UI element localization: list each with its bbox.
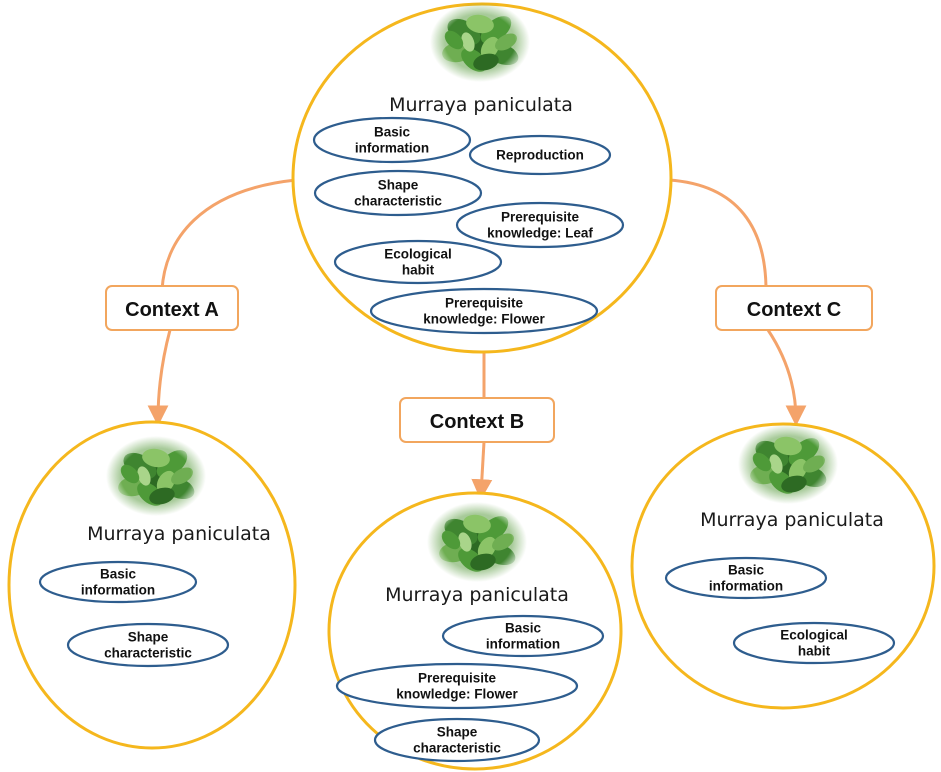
topic-oval-label: Prerequisite [501, 210, 580, 225]
connector-context-a-to-left-circle [147, 329, 172, 427]
topic-oval-label: Prerequisite [418, 671, 497, 686]
topic-oval-label: Ecological [780, 628, 848, 643]
topic-oval-label: Basic [728, 563, 765, 578]
topic-oval-label: knowledge: Leaf [487, 226, 593, 241]
connector-top-to-context-c [668, 178, 768, 288]
topic-oval-label: Ecological [384, 247, 452, 262]
context-a-node: Murraya paniculata BasicinformationShape… [7, 420, 297, 750]
leaf-photo-icon [106, 436, 206, 516]
context-a-title: Murraya paniculata [87, 523, 271, 545]
topic-oval-label: Prerequisite [445, 296, 524, 311]
context-c-box: Context C [715, 285, 873, 331]
context-b-node: Murraya paniculata BasicinformationPrere… [327, 491, 623, 771]
connector-top-to-context-a [160, 178, 297, 291]
topic-oval-label: information [486, 637, 560, 652]
topic-oval-label: Shape [437, 725, 478, 740]
topic-oval-label: knowledge: Flower [396, 687, 518, 702]
topic-oval-label: Shape [378, 178, 419, 193]
top-title: Murraya paniculata [389, 94, 573, 116]
topic-oval-label: information [709, 579, 783, 594]
topic-oval-label: information [81, 583, 155, 598]
topic-oval-label: information [355, 141, 429, 156]
topic-oval-label: characteristic [413, 741, 501, 756]
topic-oval-label: Basic [100, 567, 137, 582]
topic-oval-label: knowledge: Flower [423, 312, 545, 327]
topic-oval-label: Basic [374, 125, 411, 140]
context-a-box: Context A [105, 285, 239, 331]
context-a-label: Context A [125, 299, 219, 321]
leaf-photo-icon [430, 2, 530, 82]
context-b-box: Context B [399, 397, 555, 443]
topic-oval-label: characteristic [354, 194, 442, 209]
topic-oval-label: characteristic [104, 646, 192, 661]
context-c-node: Murraya paniculata BasicinformationEcolo… [630, 422, 936, 710]
topic-oval-label: habit [798, 644, 831, 659]
topic-oval-label: habit [402, 263, 435, 278]
leaf-photo-icon [738, 424, 838, 504]
topic-oval: Reproduction [468, 134, 612, 176]
context-c-label: Context C [747, 299, 841, 321]
connector-context-b-to-middle-circle [471, 441, 493, 501]
leaf-photo-icon [427, 502, 527, 582]
context-b-title: Murraya paniculata [385, 584, 569, 606]
connector-context-c-to-right-circle [766, 329, 807, 427]
context-c-title: Murraya paniculata [700, 509, 884, 531]
connectors [147, 178, 807, 501]
topic-oval-label: Reproduction [496, 148, 584, 163]
topic-oval-label: Basic [505, 621, 542, 636]
topic-oval-label: Shape [128, 630, 169, 645]
context-b-label: Context B [430, 411, 524, 433]
